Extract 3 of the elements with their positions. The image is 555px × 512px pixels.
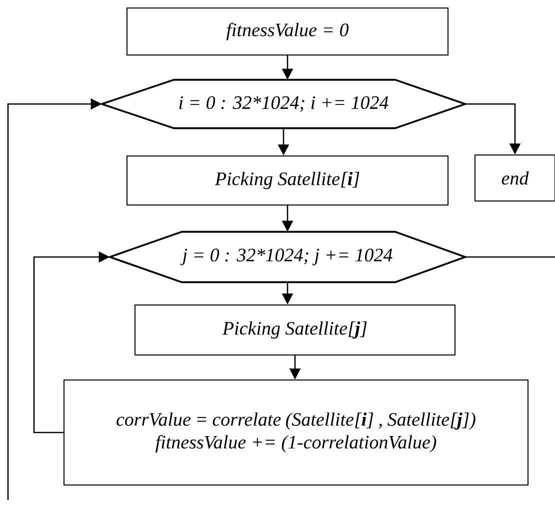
process-box: end (474, 154, 555, 202)
process-box: Picking Satellite[i] (126, 156, 448, 206)
process-box: fitnessValue = 0 (126, 8, 448, 56)
